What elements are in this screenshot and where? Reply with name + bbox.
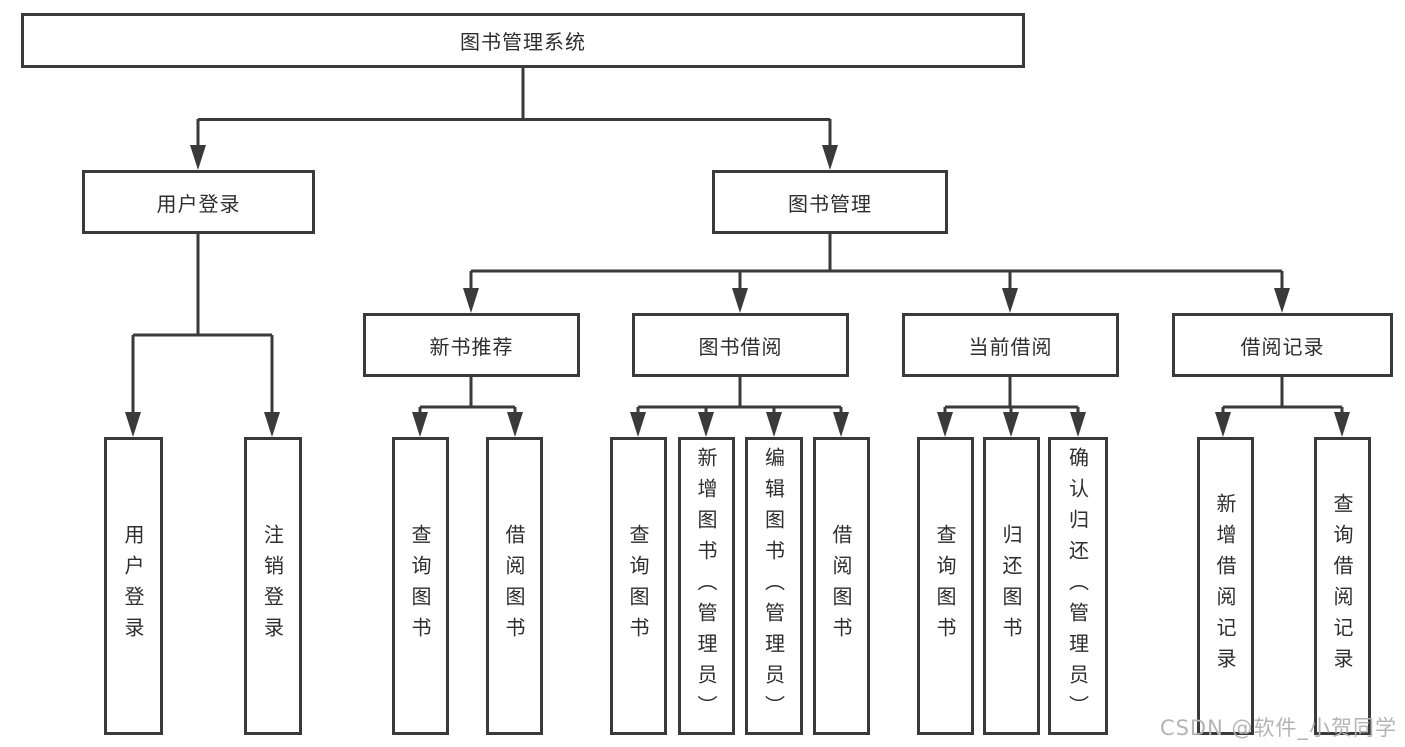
- node-user-login: 用户登录: [82, 170, 315, 234]
- node-book-management: 图书管理: [712, 170, 948, 234]
- node-borrow-records: 借阅记录: [1172, 313, 1393, 377]
- arrow-down-icon: [412, 412, 428, 437]
- leaf-newbook-borrow-books: 借阅图书: [486, 437, 543, 735]
- node-book-borrowing: 图书借阅: [632, 313, 849, 377]
- leaf-logout: 注销登录: [244, 437, 302, 735]
- arrow-down-icon: [630, 412, 646, 437]
- arrowheads: [125, 145, 1350, 437]
- leaf-borrow-borrow-books: 借阅图书: [813, 437, 870, 735]
- arrow-down-icon: [190, 145, 206, 170]
- arrow-down-icon: [264, 412, 280, 437]
- leaf-records-add-record: 新增借阅记录: [1197, 437, 1254, 735]
- leaf-newbook-query-books: 查询图书: [392, 437, 449, 735]
- arrow-down-icon: [1070, 412, 1086, 437]
- leaf-records-query-record: 查询借阅记录: [1314, 437, 1371, 735]
- arrow-down-icon: [125, 412, 141, 437]
- arrow-down-icon: [463, 288, 479, 313]
- arrow-down-icon: [507, 412, 523, 437]
- arrow-down-icon: [1274, 288, 1290, 313]
- leaf-borrow-edit-books-admin: 编辑图书（管理员）: [745, 437, 803, 735]
- arrow-down-icon: [822, 145, 838, 170]
- node-new-book-recommend: 新书推荐: [363, 313, 580, 377]
- leaf-current-query-books: 查询图书: [917, 437, 974, 735]
- arrow-down-icon: [1002, 288, 1018, 313]
- csdn-watermark: CSDN @软件_小贺同学: [1159, 716, 1397, 740]
- leaf-current-confirm-return-admin: 确认归还（管理员）: [1048, 437, 1108, 735]
- arrow-down-icon: [1334, 412, 1350, 437]
- arrow-down-icon: [766, 412, 782, 437]
- node-root-library-system: 图书管理系统: [21, 13, 1025, 68]
- leaf-user-login: 用户登录: [104, 437, 163, 735]
- leaf-borrow-query-books: 查询图书: [610, 437, 667, 735]
- arrow-down-icon: [833, 412, 849, 437]
- node-current-borrowing: 当前借阅: [902, 313, 1119, 377]
- leaf-current-return-books: 归还图书: [983, 437, 1040, 735]
- arrow-down-icon: [732, 288, 748, 313]
- leaf-borrow-add-books-admin: 新增图书（管理员）: [678, 437, 735, 735]
- arrow-down-icon: [698, 412, 714, 437]
- arrow-down-icon: [937, 412, 953, 437]
- arrow-down-icon: [1003, 412, 1019, 437]
- arrow-down-icon: [1215, 412, 1231, 437]
